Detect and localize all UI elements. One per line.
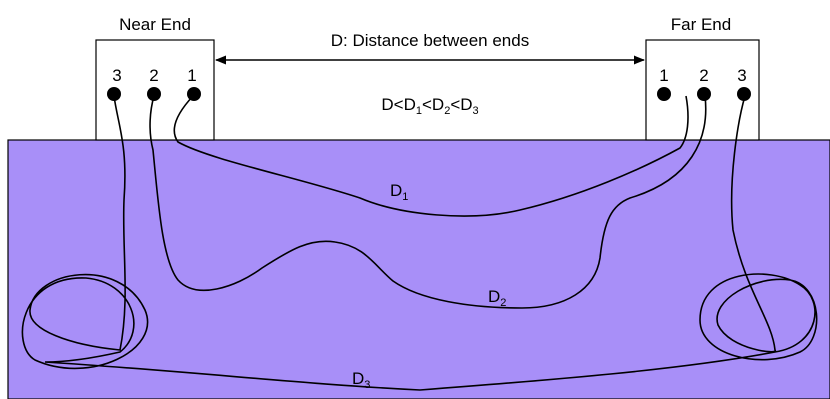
cable-d2-label: D2 [488, 287, 506, 309]
relation-d3: D [460, 95, 472, 114]
relation-lt-2: < [422, 95, 432, 114]
distance-relation: D<D1<D2<D3 [381, 95, 478, 117]
cable-d2-wire [149, 95, 707, 309]
relation-sub-3: 3 [473, 105, 479, 117]
relation-d1: D [404, 95, 416, 114]
cable-d3-label: D3 [352, 369, 370, 391]
far-pin-3-dot [737, 87, 751, 101]
relation-d2: D [432, 95, 444, 114]
near-pin-2-dot [147, 87, 161, 101]
far-pin-1-dot [657, 87, 671, 101]
near-end-title: Near End [119, 15, 191, 34]
cable-d1-wire [173, 95, 689, 217]
relation-d: D [381, 95, 393, 114]
far-pin-2-dot [697, 87, 711, 101]
far-pin-label-2: 2 [699, 66, 708, 85]
relation-sub-2: 2 [444, 105, 450, 117]
far-pin-label-3: 3 [737, 66, 746, 85]
near-pin-label-1: 1 [187, 66, 196, 85]
near-pin-label-3: 3 [112, 66, 121, 85]
cable-d1-label: D1 [390, 181, 408, 203]
near-pin-1-dot [187, 87, 201, 101]
relation-lt-3: < [450, 95, 460, 114]
far-pin-label-1: 1 [659, 66, 668, 85]
near-pin-label-2: 2 [149, 66, 158, 85]
near-pin-3-dot [107, 87, 121, 101]
far-end-title: Far End [671, 15, 731, 34]
relation-sub-1: 1 [416, 105, 422, 117]
relation-lt-1: < [394, 95, 404, 114]
distance-label: D: Distance between ends [331, 31, 529, 50]
ground-area [7, 139, 830, 399]
cable-d3-wire [21, 95, 818, 391]
